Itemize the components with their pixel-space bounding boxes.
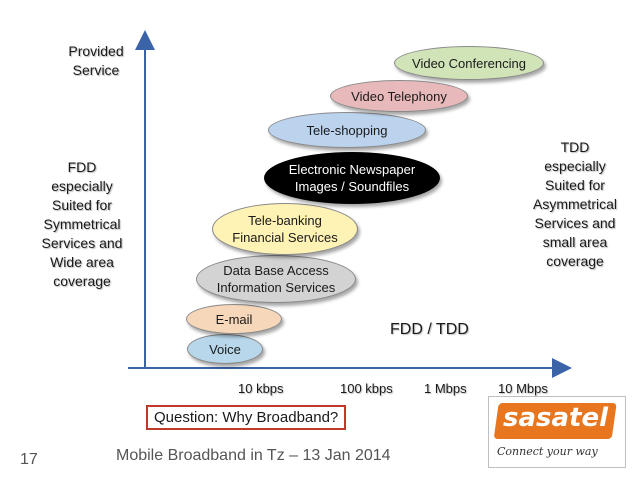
- service-label: E-mail: [215, 311, 253, 327]
- service-label: Tele-banking Financial Services: [232, 213, 338, 245]
- sasatel-logo: sasatel Connect your way: [488, 396, 626, 468]
- x-tick: 1 Mbps: [424, 381, 467, 396]
- service-data-base-access: Data Base Access Information Services: [196, 255, 356, 303]
- service-video-conferencing: Video Conferencing: [394, 46, 544, 80]
- service-label: Voice: [209, 341, 241, 357]
- service-electronic-newspaper: Electronic Newspaper Images / Soundfiles: [264, 152, 440, 204]
- tdd-note: TDD especially Suited for Asymmetrical S…: [532, 139, 617, 269]
- y-axis-label: Provided Service: [68, 43, 124, 78]
- logo-mark: [494, 403, 617, 439]
- service-email: E-mail: [186, 304, 282, 334]
- service-label: Electronic Newspaper Images / Soundfiles: [288, 162, 416, 194]
- x-tick: 100 kbps: [340, 381, 393, 396]
- service-tele-shopping: Tele-shopping: [268, 112, 426, 148]
- fdd-note: FDD especially Suited for Symmetrical Se…: [41, 159, 123, 289]
- service-label: Video Telephony: [351, 88, 447, 104]
- service-label: Tele-shopping: [306, 122, 388, 138]
- slide-number: 17: [20, 451, 38, 468]
- logo-wordmark: sasatel: [503, 403, 609, 433]
- service-label: Data Base Access Information Services: [216, 263, 336, 295]
- fdd-tdd-label: FDD / TDD: [390, 321, 469, 338]
- service-label: Video Conferencing: [412, 55, 526, 71]
- logo-tagline: Connect your way: [497, 445, 598, 458]
- question-box: Question: Why Broadband?: [146, 405, 347, 430]
- service-tele-banking: Tele-banking Financial Services: [212, 203, 358, 255]
- footer-text: Mobile Broadband in Tz – 13 Jan 2014: [116, 447, 391, 464]
- x-tick: 10 kbps: [238, 381, 284, 396]
- service-video-telephony: Video Telephony: [330, 80, 468, 112]
- x-tick: 10 Mbps: [498, 381, 548, 396]
- service-voice: Voice: [187, 334, 263, 364]
